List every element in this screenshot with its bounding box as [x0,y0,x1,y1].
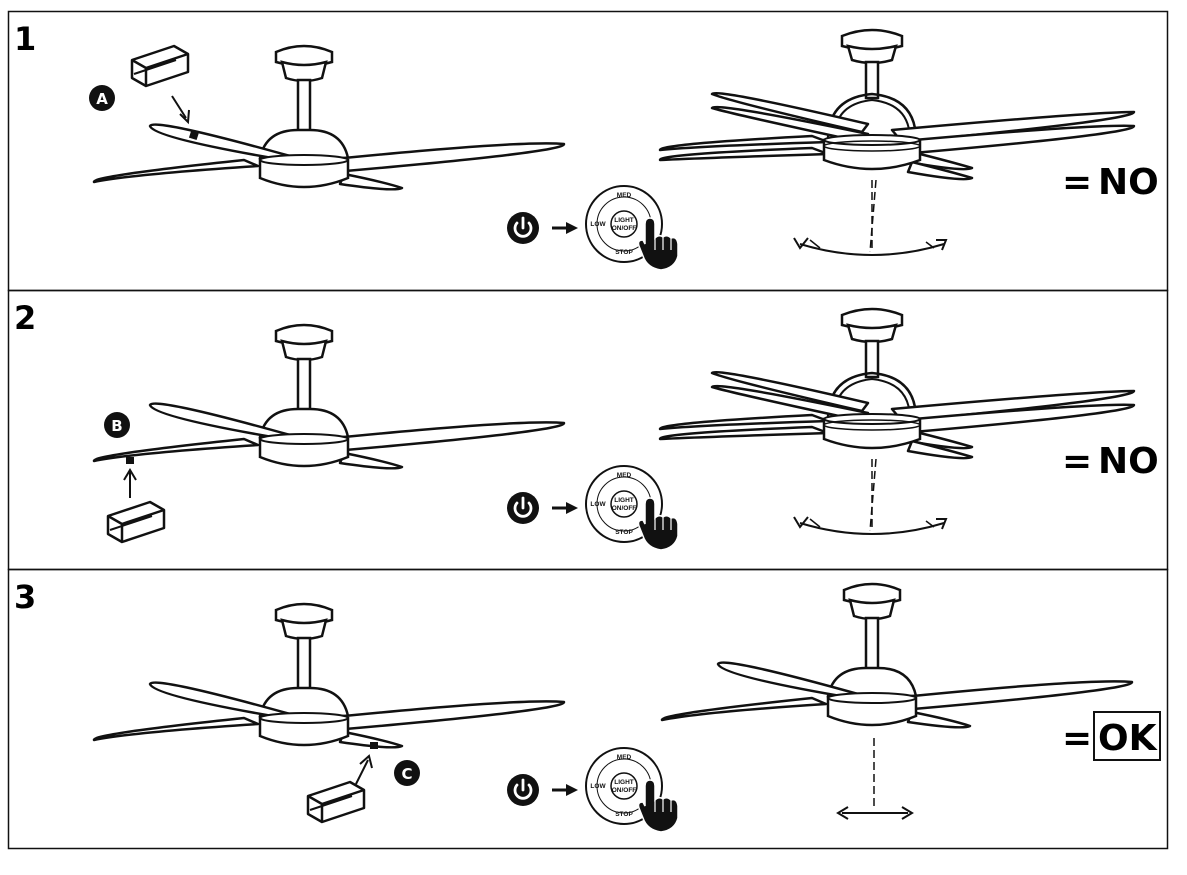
clip-on-blade-c [370,742,378,749]
remote-low-label: LOW [590,783,606,790]
arrow-icon [123,468,137,498]
arrow-right-icon [552,222,578,234]
small-sway-arrow-icon [836,806,914,820]
power-icon [505,490,541,526]
remote-med-label: MED [617,472,632,479]
remote-med-label: MED [617,754,632,761]
ok-box [1093,711,1161,761]
step-3-balanced-fan [660,582,1134,729]
marker-c-label: C [401,765,412,783]
power-icon [505,210,541,246]
remote-stop-label: STOP [615,811,633,818]
clip-on-blade-a [188,130,199,141]
remote-light-label: LIGHT [614,497,634,504]
remote-onoff-label: ON/OFF [612,225,637,232]
marker-b-badge [104,412,130,438]
remote-stop-label: STOP [615,529,633,536]
step-3-equals: = [1062,718,1092,759]
arrow-right-icon [552,784,578,796]
remote-onoff-label: ON/OFF [612,505,637,512]
power-icon [505,772,541,808]
arrow-icon [355,754,373,785]
remote-low-label: LOW [590,221,606,228]
remote-light-label: LIGHT [614,217,634,224]
arrow-icon [171,95,187,119]
clip-on-blade-b [126,457,134,464]
marker-b-label: B [111,417,122,435]
arrow-right-icon [552,502,578,514]
remote-light-label: LIGHT [614,779,634,786]
marker-a-badge [89,85,115,111]
remote-control-icon: MED LOW LIGHT ON/OFF HI STOP [585,185,663,263]
balancing-clip-icon [306,780,366,824]
remote-stop-label: STOP [615,249,633,256]
remote-med-label: MED [617,192,632,199]
balancing-clip-icon [106,500,166,544]
step-2-wobbling-fan [658,307,1136,460]
remote-control-icon: MED LOW LIGHT ON/OFF HI STOP [585,747,663,825]
step-2-panel [7,289,1169,571]
step-2-number: 2 [14,299,36,337]
step-3-result: OK [1098,718,1158,759]
swing-arrow-icon [793,516,948,535]
remote-onoff-label: ON/OFF [612,787,637,794]
marker-a-label: A [96,90,108,108]
step-1-number: 1 [14,20,36,58]
step-1-wobbling-fan [658,28,1136,181]
step-3-number: 3 [14,578,36,616]
step-1-equals: = [1062,162,1092,203]
step-1-result: NO [1098,162,1159,203]
remote-low-label: LOW [590,501,606,508]
step-3-fan [92,602,566,749]
step-3-panel [7,568,1169,850]
step-2-equals: = [1062,441,1092,482]
step-2-result: NO [1098,441,1159,482]
step-2-fan [92,323,566,470]
balancing-clip-icon [130,44,190,88]
marker-c-badge [394,760,420,786]
swing-arrow-icon [793,237,948,256]
